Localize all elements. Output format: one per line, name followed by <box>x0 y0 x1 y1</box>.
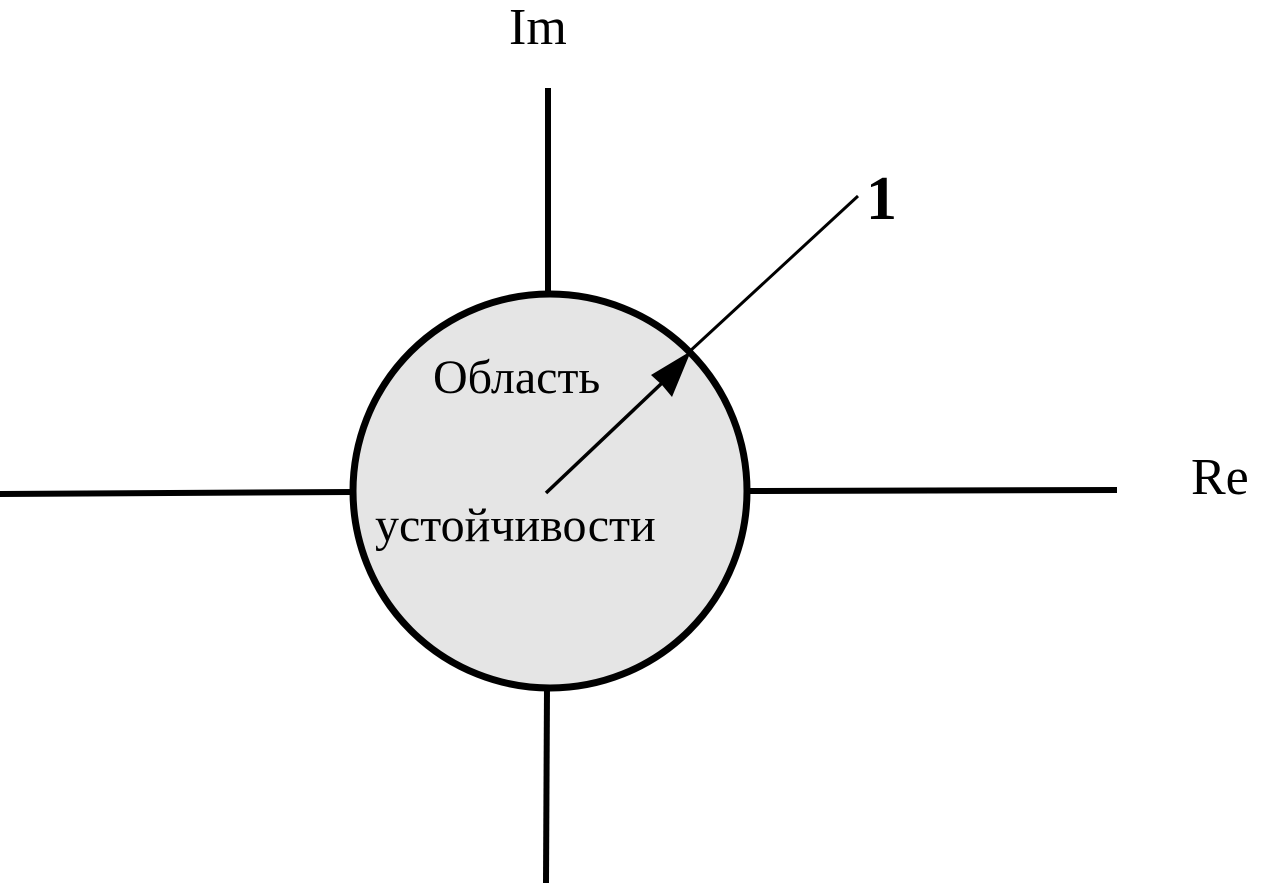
region-label-line2: устойчивости <box>375 499 656 552</box>
radius-leader-line <box>687 194 860 354</box>
imaginary-axis-label: Im <box>509 0 567 56</box>
real-axis-right <box>748 487 1118 494</box>
region-label-line1: Область <box>433 351 600 404</box>
real-axis-label: Re <box>1191 449 1249 506</box>
radius-arrow-shaft <box>544 381 664 495</box>
real-axis-left <box>0 489 353 497</box>
radius-arrow-head <box>651 351 691 397</box>
radius-label: 1 <box>866 165 897 233</box>
imaginary-axis-bottom <box>543 687 550 883</box>
